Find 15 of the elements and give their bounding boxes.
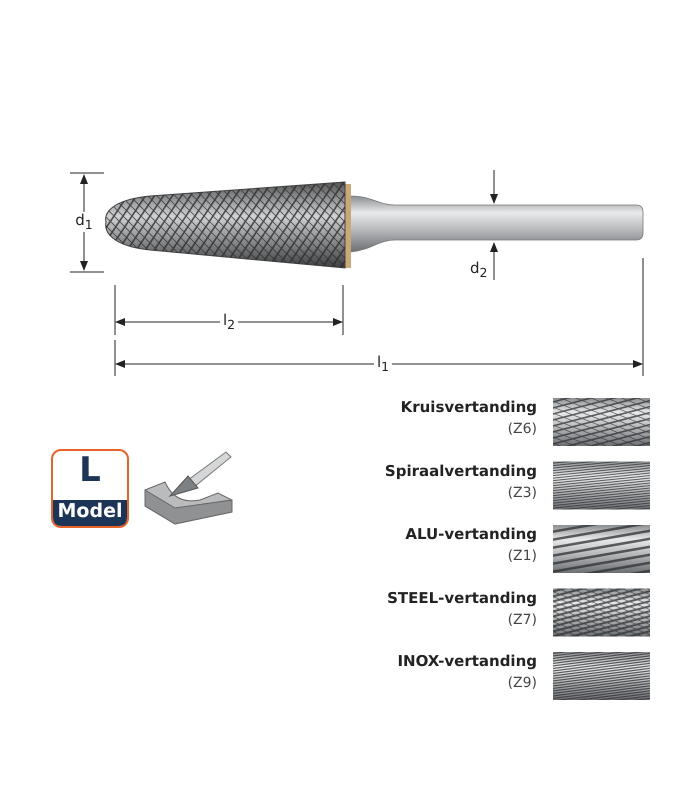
tooth-type-label: Spiraalvertanding [384,462,537,479]
model-label: Model [58,501,122,522]
tooth-code-label: (Z1) [508,549,537,564]
dimension-label: l$_{2}$ [220,312,238,332]
tooth-type-label: ALU-vertanding [405,526,537,542]
model-letter: L [79,452,101,490]
tooth-code-label: (Z7) [508,612,537,628]
dimension-label: l$_{1}$ [374,354,392,374]
tooth-type-label: Kruisvertanding [400,399,537,416]
tooth-code-label: (Z9) [508,676,537,692]
dimension-label: d$_{2}$ [470,260,488,280]
tooth-code-label: (Z3) [508,486,537,501]
tooth-type-label: STEEL-vertanding [387,590,537,606]
tooth-type-label: INOX-vertanding [397,653,537,670]
tooth-code-label: (Z6) [508,422,537,438]
